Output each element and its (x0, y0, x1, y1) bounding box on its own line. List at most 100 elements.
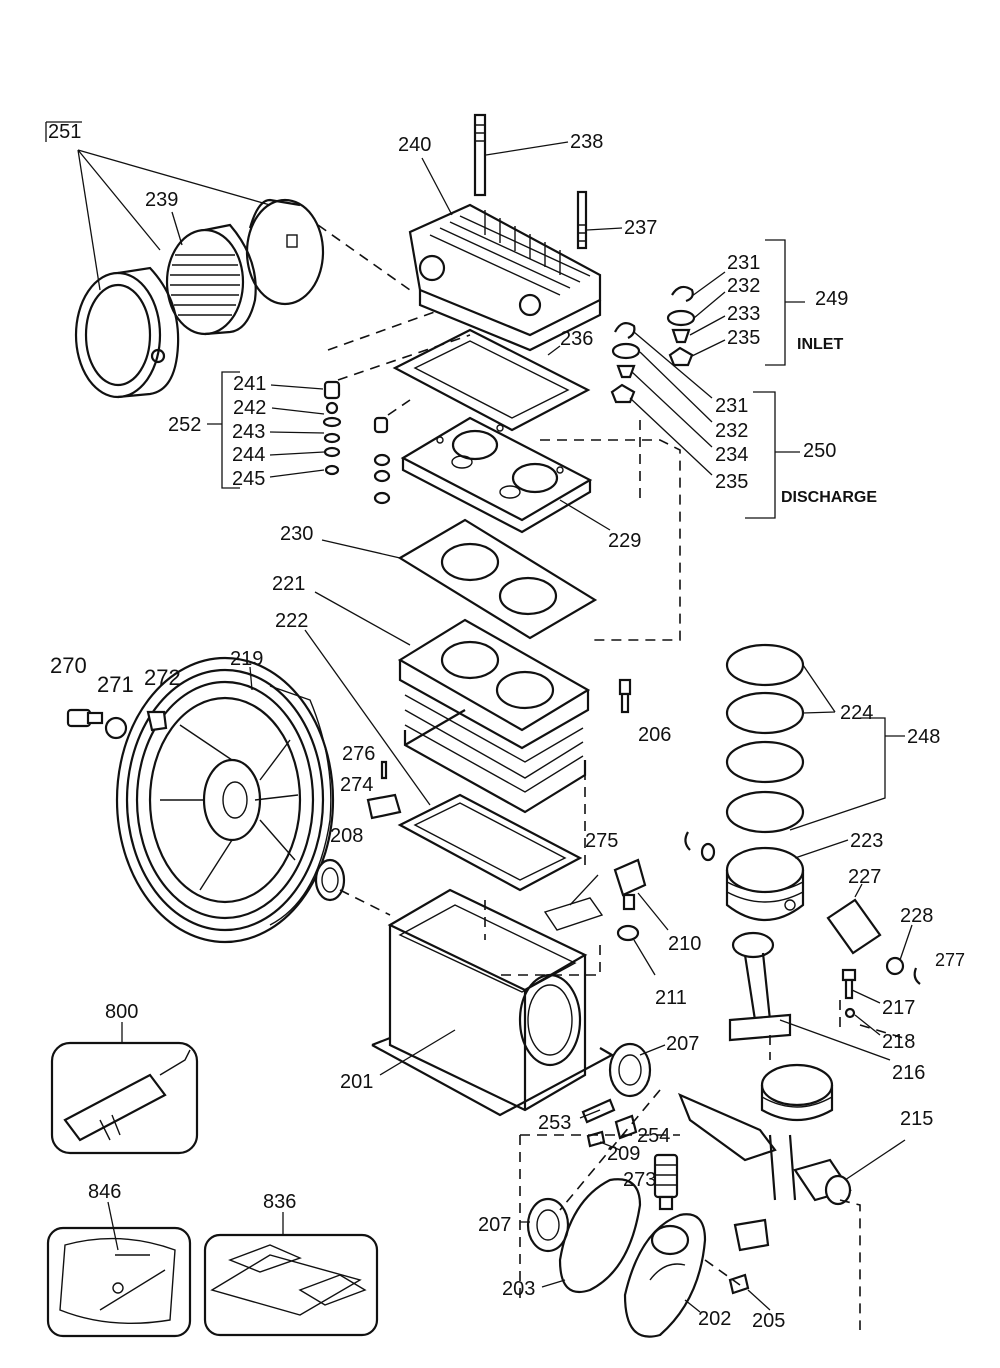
label-208: 208 (330, 825, 363, 847)
label-275: 275 (585, 830, 618, 852)
label-227: 227 (848, 866, 881, 888)
label-800: 800 (105, 1001, 138, 1023)
cylinder-block (314, 591, 591, 814)
label-846: 846 (88, 1181, 121, 1203)
label-241: 241 (233, 373, 266, 395)
label-223: 223 (850, 830, 883, 852)
label-276: 276 (342, 743, 375, 765)
bearing-208 (314, 858, 346, 902)
kit-836-box (203, 1212, 379, 1337)
kit-846-box (46, 1201, 192, 1338)
flywheel-bolt-270 (66, 708, 104, 728)
label-222: 222 (275, 610, 308, 632)
filter-cover-rear (245, 198, 325, 306)
label-273: 273 (623, 1169, 656, 1191)
label-207-upper: 207 (666, 1033, 699, 1055)
label-836: 836 (263, 1191, 296, 1213)
label-277: 277 (935, 950, 965, 970)
kit-800-box (50, 1022, 199, 1155)
label-221: 221 (272, 573, 305, 595)
label-252: 252 (168, 414, 201, 436)
label-232-discharge: 232 (715, 420, 748, 442)
head-gasket-236 (392, 328, 591, 432)
label-207-lower: 207 (478, 1214, 511, 1236)
label-203: 203 (502, 1278, 535, 1300)
screw-276 (380, 760, 388, 780)
label-244: 244 (232, 444, 265, 466)
label-206: 206 (638, 724, 671, 746)
clip-228 (885, 956, 905, 976)
key-272 (146, 710, 168, 732)
label-216: 216 (892, 1062, 925, 1084)
label-219: 219 (230, 648, 263, 670)
label-243: 243 (232, 421, 265, 443)
label-239: 239 (145, 189, 178, 211)
label-205: 205 (752, 1310, 785, 1332)
label-210: 210 (668, 933, 701, 955)
label-inlet: INLET (797, 336, 843, 353)
label-215: 215 (900, 1108, 933, 1130)
label-discharge: DISCHARGE (781, 489, 877, 506)
label-237: 237 (624, 217, 657, 239)
label-235-inlet: 235 (727, 327, 760, 349)
connecting-rod (728, 931, 891, 1061)
plate-274 (366, 793, 402, 820)
label-224: 224 (840, 702, 873, 724)
bolt-206 (618, 678, 632, 714)
gasket-230 (321, 518, 598, 640)
label-254: 254 (637, 1125, 670, 1147)
filter-cover-front (74, 266, 180, 399)
label-209: 209 (607, 1143, 640, 1165)
label-275 (543, 897, 604, 931)
label-230: 230 (280, 523, 313, 545)
discharge-valve-parts (610, 322, 800, 519)
label-233: 233 (727, 303, 760, 325)
filter-273 (653, 1153, 679, 1211)
label-271: 271 (97, 672, 134, 697)
wrist-pin-227 (826, 883, 882, 955)
oring-211 (616, 924, 656, 976)
label-251: 251 (48, 121, 81, 143)
label-236: 236 (560, 328, 593, 350)
label-242: 242 (233, 397, 266, 419)
bushing (700, 842, 716, 862)
plug-209 (586, 1130, 606, 1148)
label-218: 218 (882, 1031, 915, 1053)
label-231-discharge: 231 (715, 395, 748, 417)
crankcase (371, 888, 615, 1117)
cylinder-head (408, 203, 602, 352)
breather-210 (613, 858, 669, 931)
label-250: 250 (803, 440, 836, 462)
head-bolt-237 (576, 190, 588, 250)
piston-rings (725, 643, 905, 834)
head-bolt-238 (473, 113, 487, 197)
label-228: 228 (900, 905, 933, 927)
clip-277 (913, 967, 921, 985)
flywheel (115, 656, 335, 944)
air-filter-assembly (74, 149, 411, 399)
gasket-222 (304, 629, 583, 892)
clip-left (684, 831, 691, 851)
label-229: 229 (608, 530, 641, 552)
label-248: 248 (907, 726, 940, 748)
label-235-discharge: 235 (715, 471, 748, 493)
label-240: 240 (398, 134, 431, 156)
label-272: 272 (144, 665, 181, 690)
label-232-inlet: 232 (727, 275, 760, 297)
filter-element (165, 223, 257, 336)
bearing-207-lower (520, 1197, 570, 1253)
label-270: 270 (50, 653, 87, 678)
label-234: 234 (715, 444, 748, 466)
label-211: 211 (655, 987, 687, 1009)
crankshaft-assembly (677, 1063, 906, 1252)
label-274: 274 (340, 774, 373, 796)
label-238: 238 (570, 131, 603, 153)
label-217: 217 (882, 997, 915, 1019)
unloader-valve-group (207, 371, 391, 505)
bolt-205 (728, 1273, 771, 1311)
label-245: 245 (232, 468, 265, 490)
label-201: 201 (340, 1071, 373, 1093)
plug-254 (614, 1114, 638, 1140)
